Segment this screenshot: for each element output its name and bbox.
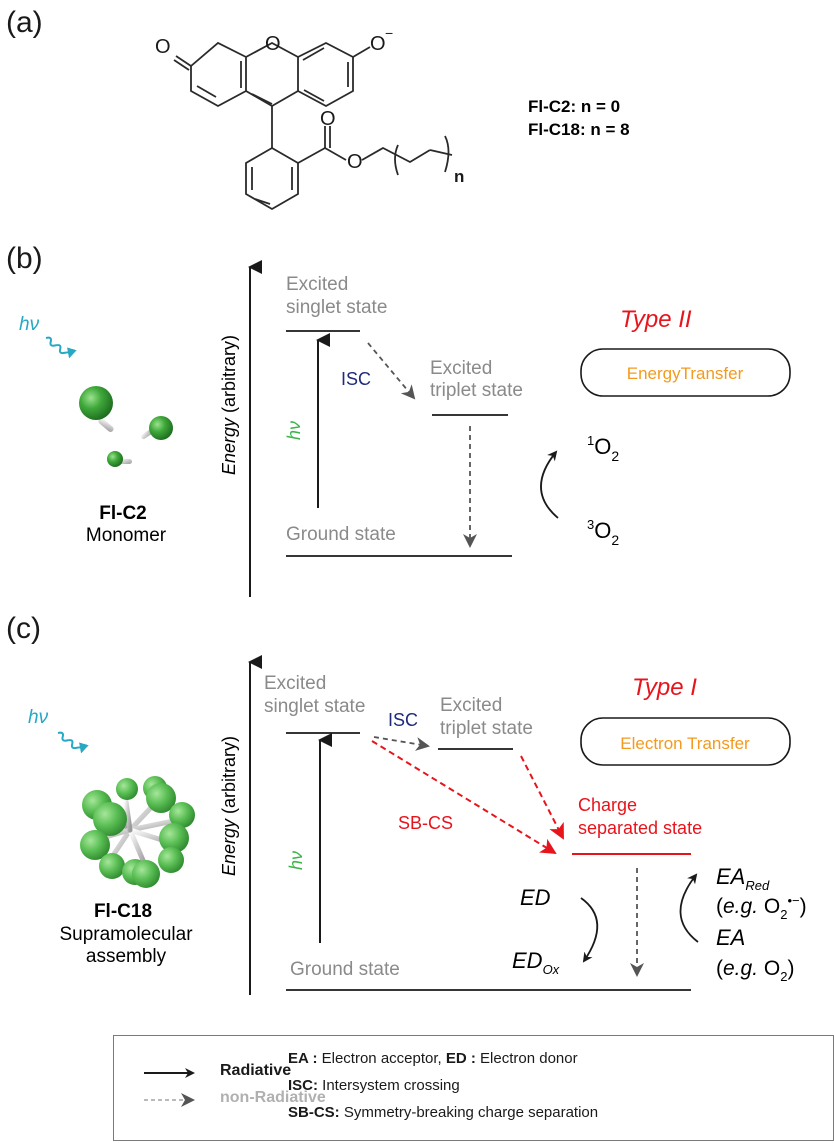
carbonyl-oxygen: O [155,36,171,58]
fluorescein-ester-structure [173,41,453,211]
panel-b-label: (b) [6,242,43,275]
reduced-acceptor-label: EARed [716,864,770,893]
triplet-to-cs-arrow [520,755,564,840]
triplet-state-label-line1: Excited [430,358,492,379]
compound-form-line2: assembly [86,946,167,967]
triplet-state-label-line2: triplet state [430,380,523,401]
energy-axis-label: Energy (arbitrary) [219,736,239,876]
singlet-state-label-line2: singlet state [286,297,387,318]
legend-def-isc: ISC: Intersystem crossing [288,1077,460,1094]
oxidized-donor-label: EDOx [512,948,560,977]
singlet-state-label-line1: Excited [264,673,326,694]
singlet-state-label-line2: singlet state [264,696,365,717]
electron-donor-label: ED [520,885,551,910]
ground-state-label: Ground state [286,524,396,545]
donor-oxidation-arrow [580,897,599,963]
panel-a: (a) [6,6,630,211]
triplet-oxygen: 3O2 [587,517,619,548]
energy-transfer-badge [580,348,791,397]
legend-def-ea-ed: EA : Electron acceptor, ED : Electron do… [288,1050,578,1067]
type-ii-label: Type II [620,306,692,333]
compound-form-line1: Supramolecular [59,924,193,945]
legend-nonradiative-label: non-Radiative [220,1089,326,1106]
energy-axis-label: Energy (arbitrary) [219,335,239,475]
acceptor-reduction-arrow [679,873,699,943]
reduced-acceptor-example: (e.g. O2•−) [716,893,807,922]
panel-c-label: (c) [6,612,41,645]
negative-charge: − [385,25,393,41]
compound-name-fl-c2: Fl-C2 [99,503,147,524]
light-wave-icon [57,731,89,754]
type-i-label: Type I [632,674,697,701]
ground-state-label: Ground state [290,959,400,980]
compound-form-monomer: Monomer [86,525,167,546]
legend-radiative-label: Radiative [220,1062,292,1079]
charge-separated-label-line2: separated state [578,818,702,838]
repeat-count-n: n [454,167,464,186]
triplet-state-label-line1: Excited [440,695,502,716]
legend-box: Radiative non-Radiative EA : Electron ac… [113,1035,834,1141]
charge-separated-label-line1: Charge [578,795,637,815]
singlet-state-label-line1: Excited [286,274,348,295]
electron-transfer-label: Electron Transfer [620,734,750,753]
legend-def-sbcs: SB-CS: Symmetry-breaking charge separati… [288,1104,599,1121]
sbcs-label: SB-CS [398,813,453,833]
panel-c: (c) hν [6,612,807,995]
compound-name-fl-c18: Fl-C18 [94,901,152,922]
electron-transfer-badge [580,717,791,766]
isc-label: ISC [341,369,371,389]
sbcs-arrow [371,740,557,855]
light-wave-icon [45,336,77,359]
light-hv-label: hν [28,707,49,728]
structure-atom-labels: O O O − O O n [155,25,464,186]
singlet-oxygen: 1O2 [587,433,619,464]
energy-transfer-label: EnergyTransfer [627,364,744,383]
isc-arrow [373,736,430,751]
panel-a-label: (a) [6,6,43,39]
excitation-hv-label: hν [284,421,304,440]
phenoxide-oxygen: O [370,33,386,55]
isc-label: ISC [388,710,418,730]
isc-arrow [367,342,416,400]
variant-fl-c18: Fl-C18: n = 8 [528,120,630,139]
supramolecular-assembly-icon [80,776,195,888]
light-hv-label: hν [19,314,40,335]
ester-carbonyl-oxygen: O [320,108,336,130]
electron-acceptor-example: (e.g. O2) [716,957,794,984]
excitation-hv-label: hν [286,851,306,870]
oxygen-conversion-arrow [540,450,559,519]
electron-acceptor-label: EA [716,925,745,950]
ester-oxygen: O [347,151,363,173]
panel-b: (b) hν Fl-C2 Monomer Energy (arbitrary) … [6,242,791,597]
variant-fl-c2: Fl-C2: n = 0 [528,97,620,116]
triplet-state-label-line2: triplet state [440,718,533,739]
ring-oxygen: O [265,33,281,55]
monomer-molecules-icon [79,386,173,467]
